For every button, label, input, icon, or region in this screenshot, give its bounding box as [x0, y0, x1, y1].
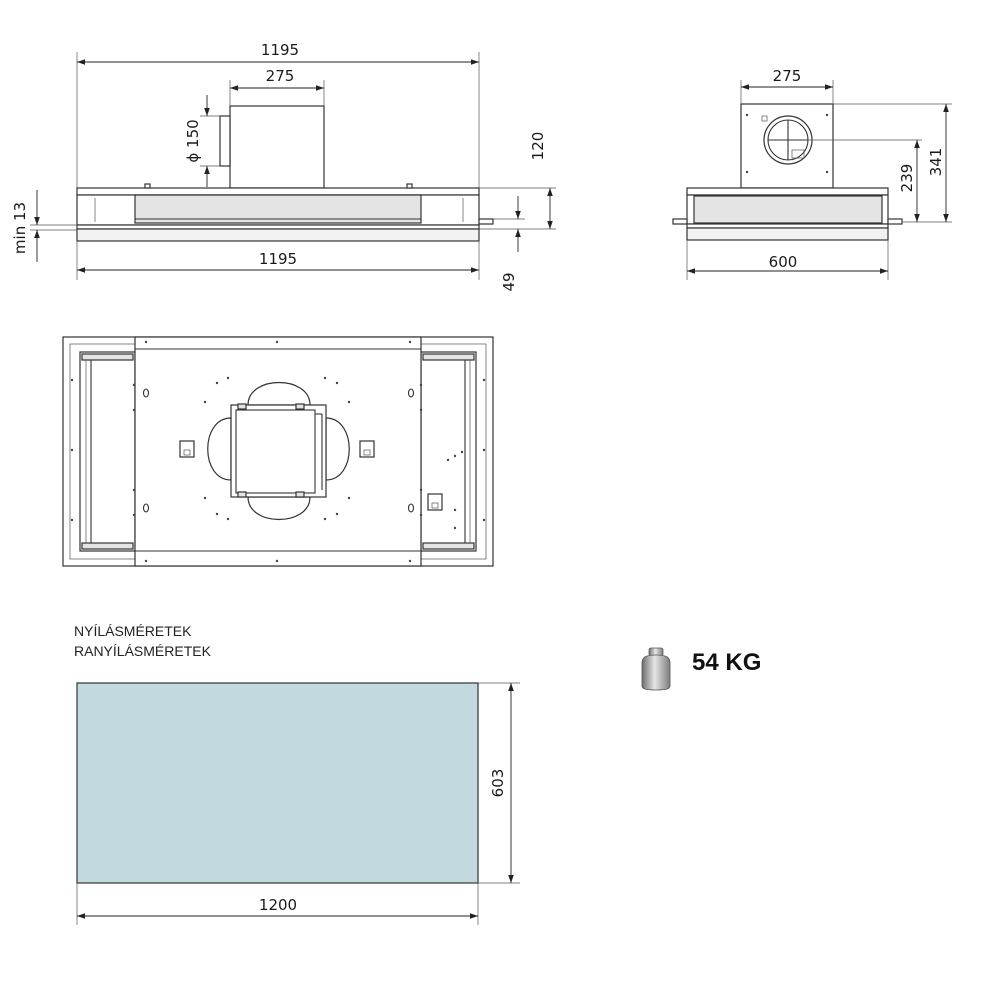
- min-gap-label: min 13: [11, 202, 29, 254]
- cutout-area: [76, 682, 479, 884]
- cutout-label-line2: RANYÍLÁSMÉRETEK: [74, 643, 212, 659]
- side-bottom-panel: [686, 227, 889, 241]
- weight-section: 54 KG: [641, 647, 761, 691]
- front-motor-width-label: 275: [266, 67, 295, 85]
- top-view: [62, 336, 494, 567]
- mount-bracket: [427, 493, 443, 511]
- motor-height-label: 120: [529, 132, 547, 161]
- duct-outlet: [219, 115, 231, 167]
- total-height-label: 341: [927, 148, 945, 177]
- screw-holes: [70, 340, 486, 563]
- motor-box: [229, 105, 325, 189]
- weight-value: 54 KG: [692, 649, 761, 676]
- front-width-bottom-label: 1195: [259, 250, 297, 268]
- outlet-height-label: 239: [898, 164, 916, 193]
- mount-bracket: [179, 440, 195, 458]
- front-view: 1195 275 ϕ 150 120 min 13 49 1195: [11, 41, 556, 292]
- cutout-height-label: 603: [489, 769, 507, 798]
- cutout-label-line1: NYÍLÁSMÉRETEK: [74, 623, 192, 639]
- weight-icon: [641, 647, 671, 691]
- side-depth-label: 600: [769, 253, 798, 271]
- front-width-top-label: 1195: [261, 41, 299, 59]
- body-height-label: 49: [500, 272, 518, 291]
- right-filter-panel: [420, 351, 477, 552]
- duct-diameter-label: ϕ 150: [184, 119, 202, 162]
- blower-housing: [207, 381, 350, 521]
- side-view: 275 239 341 600: [672, 67, 952, 280]
- left-filter-panel: [79, 351, 136, 552]
- mount-bracket: [359, 440, 375, 458]
- cutout-section: NYÍLÁSMÉRETEK RANYÍLÁSMÉRETEK 603 1200: [74, 623, 520, 925]
- cutout-width-label: 1200: [259, 896, 297, 914]
- bottom-panel: [76, 228, 480, 242]
- side-motor-width-label: 275: [773, 67, 802, 85]
